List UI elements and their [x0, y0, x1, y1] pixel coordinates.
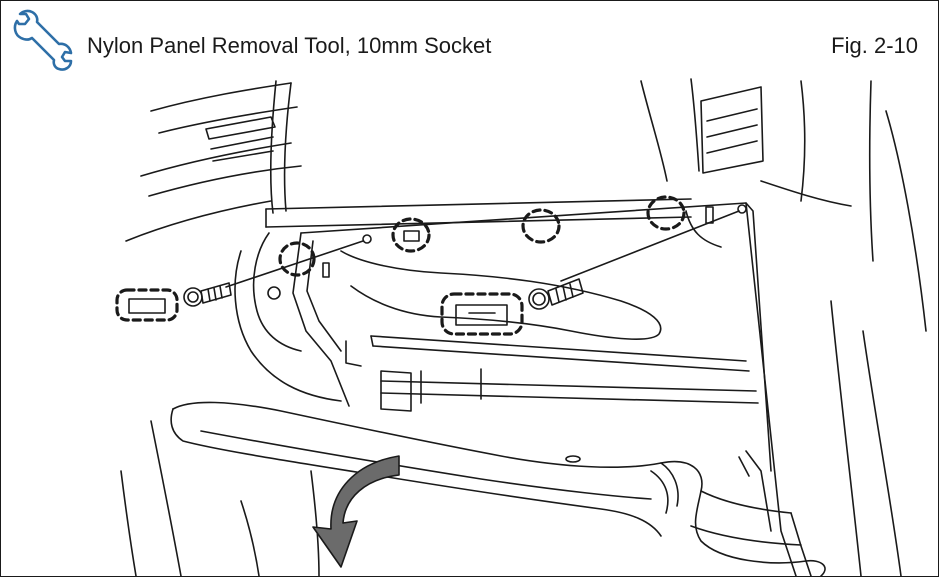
retaining-clip-2-callout — [391, 217, 431, 253]
retaining-screw-left — [183, 234, 372, 307]
dashboard — [125, 78, 927, 332]
lower-body — [120, 300, 902, 576]
retaining-clip-1-callout — [278, 241, 316, 277]
retaining-clip-3-callout — [521, 208, 561, 244]
retaining-screw-right — [528, 204, 747, 310]
screw-clip-right-callout — [440, 292, 524, 336]
retaining-clip-4-callout — [646, 195, 686, 231]
wrench-icon — [13, 9, 73, 71]
clip-parts — [128, 230, 508, 326]
screw-clip-left-callout — [115, 288, 179, 322]
clip-callouts — [115, 195, 686, 336]
figure-number: Fig. 2-10 — [831, 33, 918, 58]
lower-door-arrow — [312, 455, 400, 568]
figure-title: Nylon Panel Removal Tool, 10mm Socket — [87, 33, 492, 58]
glove-box-frame — [234, 202, 797, 576]
glove-box-door — [170, 401, 826, 576]
